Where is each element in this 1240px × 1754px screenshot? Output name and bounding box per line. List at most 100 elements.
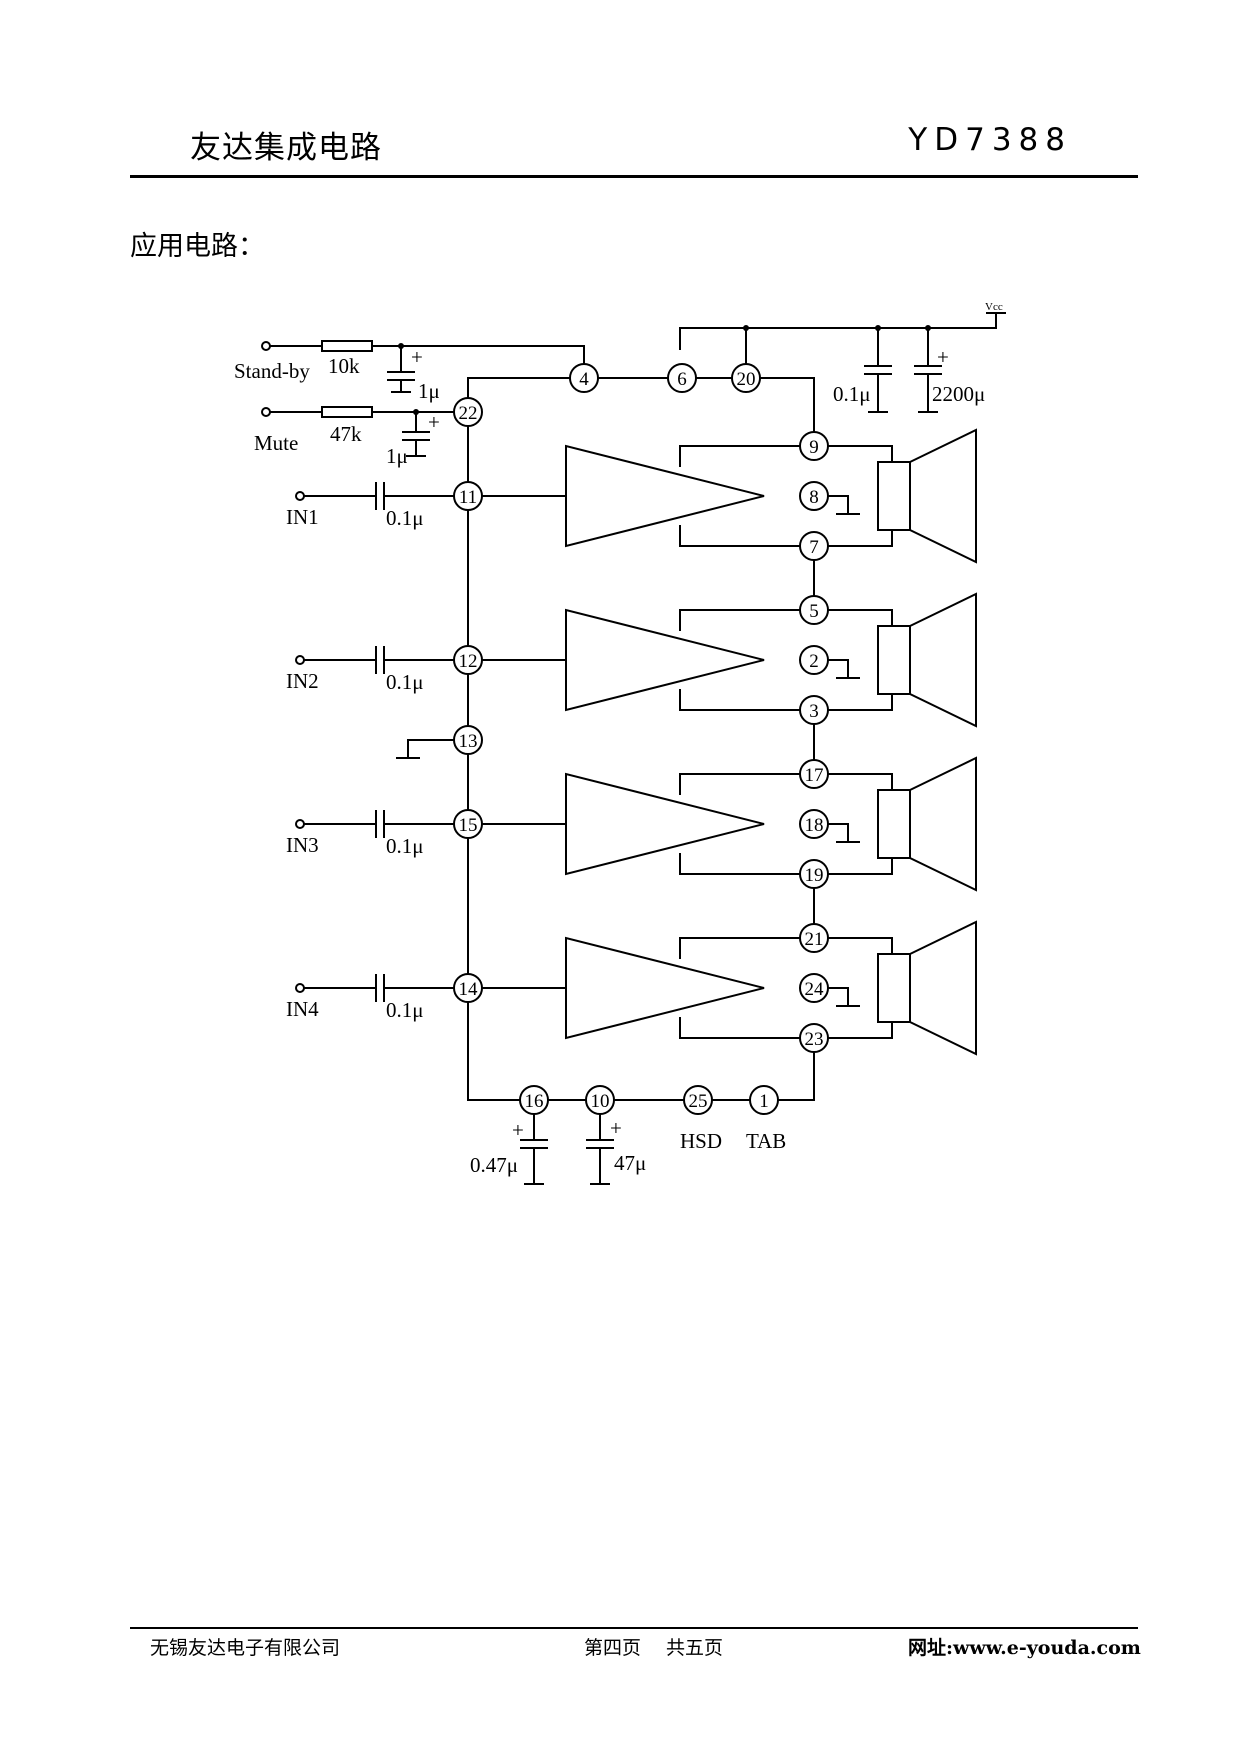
input-terminal — [295, 655, 305, 665]
pin-number: 15 — [459, 815, 478, 836]
pin-circle — [799, 531, 829, 561]
pin-circle — [799, 645, 829, 675]
pin-number: 2 — [809, 651, 819, 672]
speaker-cone — [909, 428, 977, 564]
speaker-cone — [909, 592, 977, 728]
mute-label: Mute — [254, 431, 298, 455]
pin-number: 5 — [809, 601, 819, 622]
pin-number: 24 — [805, 979, 825, 1000]
junction-dot — [413, 409, 419, 415]
bottom-cap-value: 47μ — [614, 1151, 646, 1175]
amplifier-triangle — [565, 608, 765, 712]
tab-label: TAB — [746, 1129, 786, 1153]
header-rule — [130, 175, 1138, 178]
supply-cap-value: 2200μ — [932, 382, 985, 406]
pin-circle — [799, 759, 829, 789]
ground-stub — [828, 987, 849, 1006]
footer-website: 网址:www.e-youda.com — [908, 1637, 1141, 1659]
bottom-cap-value: 0.47μ — [470, 1153, 518, 1177]
input-cap-value: 0.1μ — [386, 998, 424, 1022]
speaker-magnet — [877, 461, 911, 531]
header-part-number: YD7388 — [908, 122, 1072, 158]
junction-dot — [875, 325, 881, 331]
pin-number: 20 — [737, 369, 756, 390]
input-cap-value: 0.1μ — [386, 834, 424, 858]
output-stage-box — [679, 609, 893, 711]
amplifier-triangle — [565, 772, 765, 876]
supply-cap-polarity: + — [937, 345, 949, 369]
input-cap-value: 0.1μ — [386, 670, 424, 694]
supply-cap-value: 0.1μ — [833, 382, 871, 406]
pin-circle — [453, 481, 483, 511]
output-stage-box — [679, 445, 893, 547]
pin-number: 12 — [459, 651, 478, 672]
mute-cap-polarity: + — [428, 410, 440, 434]
speaker-magnet — [877, 789, 911, 859]
pin-circle — [799, 1023, 829, 1053]
pin-circle — [799, 859, 829, 889]
pin-number: 11 — [459, 487, 477, 508]
speaker-magnet — [877, 625, 911, 695]
ground-stub — [828, 495, 849, 514]
pin-circle — [799, 431, 829, 461]
ground-stub — [828, 659, 849, 678]
pin-circle — [799, 809, 829, 839]
standby-resistor-value: 10k — [328, 354, 360, 378]
input-terminal — [261, 407, 271, 417]
pin-number: 17 — [805, 765, 824, 786]
footer-rule — [130, 1627, 1138, 1629]
pin-circle — [667, 363, 697, 393]
pin-circle — [585, 1085, 615, 1115]
pin-number: 6 — [677, 369, 687, 390]
pin-number: 18 — [805, 815, 824, 836]
pin9-feed — [746, 377, 815, 448]
pin-circle — [453, 973, 483, 1003]
pin-circle — [799, 973, 829, 1003]
pin-circle — [731, 363, 761, 393]
footer-page: 第四页 共五页 — [584, 1637, 724, 1659]
amplifier-triangle — [565, 936, 765, 1040]
pin-number: 14 — [459, 979, 479, 1000]
input-terminal — [261, 341, 271, 351]
pin-circle — [799, 595, 829, 625]
pin-number: 23 — [805, 1029, 824, 1050]
input-label: IN3 — [286, 833, 319, 857]
ground-stub — [828, 823, 849, 842]
pin-circle — [519, 1085, 549, 1115]
pin-number: 25 — [689, 1091, 708, 1112]
pin-number: 4 — [579, 369, 589, 390]
input-label: IN4 — [286, 997, 319, 1021]
pin-number: 16 — [525, 1091, 544, 1112]
mute-resistor — [321, 406, 373, 418]
standby-line — [372, 345, 585, 364]
standby-cap-polarity: + — [411, 345, 423, 369]
input-label: IN2 — [286, 669, 319, 693]
pin-number: 9 — [809, 437, 819, 458]
pin-number: 13 — [459, 731, 478, 752]
vcc-line — [679, 313, 997, 350]
speaker-cone — [909, 920, 977, 1056]
amplifier-triangle — [565, 444, 765, 548]
speaker-magnet — [877, 953, 911, 1023]
input-cap-value: 0.1μ — [386, 506, 424, 530]
pin-number: 3 — [809, 701, 819, 722]
header-company: 友达集成电路 — [190, 130, 382, 166]
pin-circle — [453, 397, 483, 427]
input-bus — [467, 426, 815, 1101]
pin-circle — [749, 1085, 779, 1115]
junction-dot — [925, 325, 931, 331]
pin-circle — [799, 481, 829, 511]
pin-circle — [453, 645, 483, 675]
pin-circle — [453, 725, 483, 755]
pin-number: 10 — [591, 1091, 610, 1112]
input-terminal — [295, 491, 305, 501]
vcc-label: Vcc — [985, 301, 1003, 313]
pin-number: 19 — [805, 865, 824, 886]
section-title: 应用电路： — [130, 231, 265, 262]
standby-label: Stand-by — [234, 359, 310, 383]
mute-cap-value: 1μ — [386, 444, 408, 468]
pin-circle — [569, 363, 599, 393]
pin-circle — [799, 695, 829, 725]
input-label: IN1 — [286, 505, 319, 529]
